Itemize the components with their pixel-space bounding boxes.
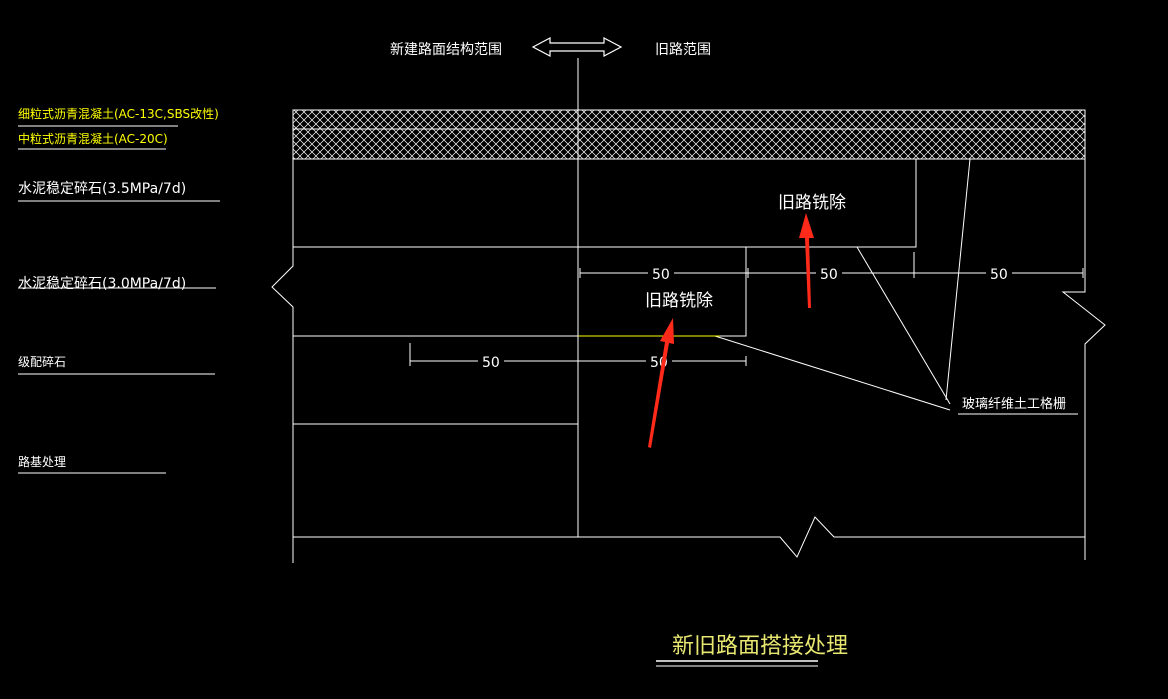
milling-label-upper: 旧路铣除: [778, 193, 846, 213]
old-road-range-label: 旧路范围: [655, 41, 711, 58]
structure-lines: [271, 58, 1106, 563]
double-arrow-icon: [531, 37, 623, 57]
red-arrow-icon: [648, 213, 814, 448]
dimension-upper-3: 50: [990, 267, 1008, 283]
layer-label-subgrade: 路基处理: [18, 454, 66, 469]
layer-label-graded-gravel: 级配碎石: [18, 354, 66, 369]
dimension-upper-2: 50: [820, 267, 838, 283]
drawing-title: 新旧路面搭接处理: [672, 634, 848, 659]
layer-label-cement-base-lower: 水泥稳定碎石(3.0MPa/7d): [18, 276, 186, 292]
milling-label-lower: 旧路铣除: [645, 291, 713, 311]
layer-label-fine-asphalt: 细粒式沥青混凝土(AC-13C,SBS改性): [18, 106, 219, 121]
dimension-upper-1: 50: [652, 267, 670, 283]
new-structure-range-label: 新建路面结构范围: [390, 41, 502, 58]
geogrid-label: 玻璃纤维土工格栅: [962, 396, 1066, 412]
dimension-text-bg: [478, 264, 1012, 370]
layer-label-medium-asphalt: 中粒式沥青混凝土(AC-20C): [18, 131, 168, 146]
dimension-lower-1: 50: [482, 355, 500, 371]
layer-label-cement-base-upper: 水泥稳定碎石(3.5MPa/7d): [18, 181, 186, 197]
asphalt-hatch-layer: [292, 109, 1086, 160]
